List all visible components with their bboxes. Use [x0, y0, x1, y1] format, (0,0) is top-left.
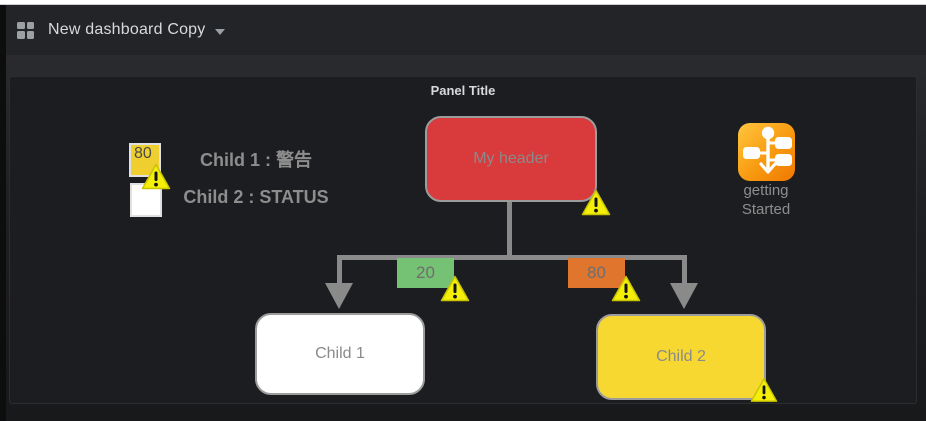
dashboard-title[interactable]: New dashboard Copy	[48, 21, 206, 38]
dashboard-grid-icon[interactable]	[17, 21, 34, 39]
grid-square	[26, 21, 34, 29]
grid-square	[17, 31, 25, 39]
arrowhead-child1	[325, 283, 353, 309]
getting-started-icon[interactable]	[738, 123, 795, 181]
window-left-edge	[0, 5, 6, 421]
caret-down-icon[interactable]	[215, 28, 226, 35]
diagram-node-child2[interactable]: Child 2	[596, 314, 766, 400]
legend-label-child1: Child 1 : 警告	[200, 150, 312, 170]
warning-icon	[581, 189, 611, 216]
edge-label-80: 80	[568, 258, 625, 288]
getting-started-label-line1: getting	[743, 182, 789, 199]
connector-horizontal	[337, 255, 687, 260]
grid-square	[17, 21, 25, 29]
getting-started-label-line2: Started	[741, 201, 791, 218]
panel-title[interactable]: Panel Title	[430, 83, 496, 98]
legend-label-child2: Child 2 : STATUS	[183, 187, 329, 207]
warning-icon	[440, 275, 470, 302]
connector-header-down	[507, 200, 512, 257]
connector-drop-left	[337, 255, 342, 285]
diagram-node-child1[interactable]: Child 1	[255, 313, 425, 395]
arrowhead-child2	[670, 283, 698, 309]
navbar: New dashboard Copy	[6, 5, 926, 55]
browser-edge-strip	[0, 0, 926, 5]
warning-icon	[141, 163, 171, 190]
warning-icon	[611, 275, 641, 302]
warning-icon	[750, 377, 780, 404]
grid-square	[26, 31, 34, 39]
connector-drop-right	[682, 255, 687, 285]
edge-label-20: 20	[397, 258, 454, 288]
getting-started-label[interactable]: getting Started	[716, 181, 816, 219]
diagram-node-my-header[interactable]: My header	[425, 116, 597, 202]
